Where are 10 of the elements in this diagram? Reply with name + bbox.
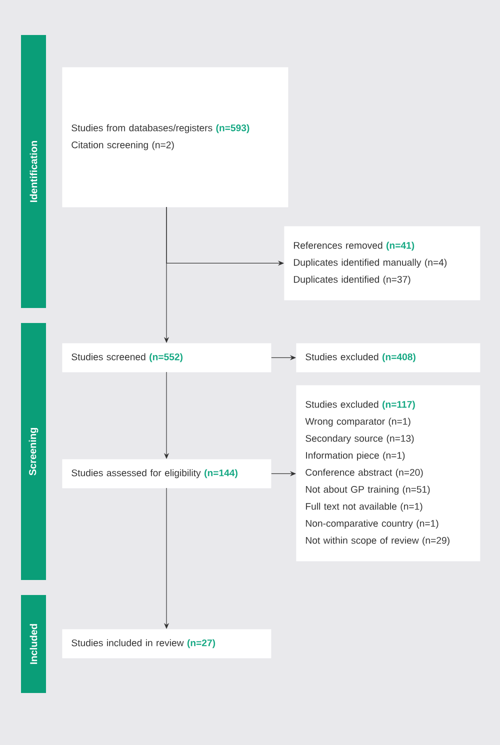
process-box: Studies assessed for eligibility (n=144) bbox=[62, 459, 272, 488]
process-box: Studies excluded (n=117) Wrong comparator (n=1) Secondary source (n=13) Information piece (n=1) Conference abstract (n=20) Not about GP training (n=51) Full text not available (n=1) Non-comparative country (n=1) Not within scope of review (n=29) bbox=[296, 385, 480, 562]
process-box: Studies excluded (n=408) bbox=[296, 343, 480, 372]
process-box: Studies screened (n=552) bbox=[62, 343, 272, 372]
process-box: Studies included in review (n=27) bbox=[62, 629, 272, 658]
process-box: References removed (n=41) Duplicates identified manually (n=4) Duplicates identified (n=37) bbox=[284, 226, 480, 300]
section-band: Included bbox=[21, 595, 46, 693]
section-band: Screening bbox=[21, 323, 46, 580]
section-band: Identification bbox=[21, 35, 46, 308]
process-box: Studies from databases/registers (n=593) Citation screening (n=2) bbox=[62, 67, 288, 208]
